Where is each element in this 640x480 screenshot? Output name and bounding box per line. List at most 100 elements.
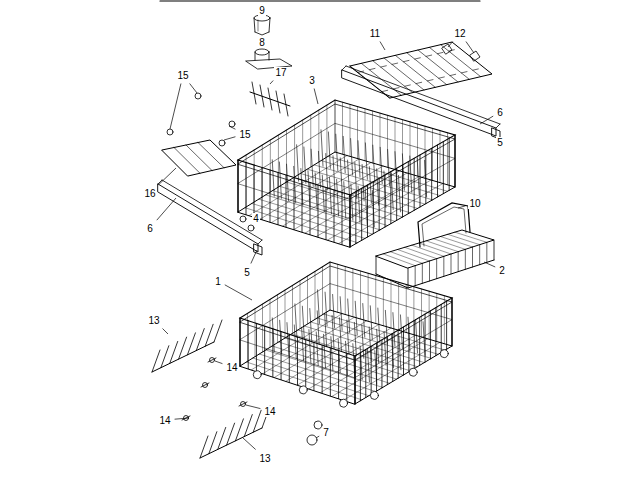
wire — [302, 327, 304, 361]
wire — [240, 318, 241, 366]
wire — [240, 310, 452, 404]
wire — [253, 358, 369, 396]
wire — [240, 318, 241, 366]
wire — [365, 350, 366, 398]
wire — [349, 195, 350, 247]
wire — [322, 345, 323, 393]
leader-line — [458, 206, 465, 208]
wire — [325, 292, 327, 326]
wire — [419, 317, 420, 365]
wire — [342, 193, 343, 245]
wire — [383, 278, 384, 326]
wire — [300, 281, 301, 329]
wire — [408, 324, 409, 372]
wheel — [167, 129, 173, 135]
wire — [346, 66, 500, 124]
wire — [285, 290, 286, 338]
wire — [403, 60, 409, 61]
wire — [179, 337, 187, 359]
leader-line — [224, 137, 235, 140]
wire — [201, 383, 209, 387]
callout-number: 14 — [158, 415, 171, 426]
wire — [451, 298, 452, 346]
wire — [365, 188, 367, 224]
wire — [338, 351, 339, 399]
wire — [328, 132, 330, 168]
wire — [426, 241, 458, 252]
wire — [239, 402, 247, 406]
wire — [278, 173, 279, 225]
wire — [311, 149, 313, 185]
wire — [381, 66, 387, 67]
wire — [451, 254, 452, 274]
wire — [248, 321, 249, 369]
wire — [350, 66, 390, 98]
wire — [281, 332, 282, 380]
wire — [405, 85, 411, 86]
wire — [318, 185, 319, 237]
wire — [447, 133, 448, 185]
callout-number: 15 — [238, 129, 251, 140]
wire — [187, 333, 195, 355]
wire — [362, 325, 364, 359]
callout-number: 15 — [176, 70, 189, 81]
callout-number: 1 — [214, 276, 222, 287]
callout-number: 6 — [496, 107, 504, 118]
wire — [345, 267, 346, 315]
leader-line — [448, 42, 453, 48]
wire — [209, 432, 217, 454]
wire — [465, 249, 466, 269]
wire — [391, 173, 393, 209]
wire — [418, 203, 470, 247]
wire — [448, 234, 480, 244]
wire — [398, 282, 399, 330]
wire — [205, 324, 213, 346]
wire — [449, 138, 450, 190]
leader-line — [380, 42, 385, 51]
leader-line — [157, 198, 176, 220]
wire — [313, 342, 314, 390]
wire — [430, 311, 431, 359]
wire — [326, 105, 327, 157]
wire — [402, 165, 403, 217]
wire — [387, 115, 388, 167]
wire — [355, 356, 356, 404]
callout-number: 12 — [453, 28, 466, 39]
wire — [240, 284, 452, 378]
wire — [330, 262, 331, 310]
leader-line — [484, 262, 495, 267]
wire — [446, 301, 447, 349]
wire — [392, 333, 393, 381]
wire — [415, 266, 416, 286]
wire — [437, 52, 443, 53]
wire — [240, 262, 452, 356]
wire — [238, 100, 455, 195]
wire — [246, 163, 247, 215]
wire — [237, 160, 238, 212]
wheel — [307, 435, 317, 445]
wire — [365, 109, 366, 161]
wire — [414, 321, 415, 369]
wire — [340, 158, 342, 194]
wire — [272, 346, 390, 383]
wire — [419, 243, 451, 254]
wire — [376, 260, 494, 288]
wire — [382, 90, 388, 91]
wire — [354, 356, 355, 404]
wire — [396, 168, 397, 220]
wire — [244, 415, 252, 437]
wheel — [409, 368, 417, 376]
wheel — [370, 391, 378, 399]
wire — [335, 100, 336, 152]
callout-number: 3 — [308, 75, 316, 86]
wire — [255, 52, 256, 60]
wire — [415, 58, 421, 59]
wire — [351, 184, 353, 220]
wire — [196, 329, 204, 351]
wire — [432, 128, 433, 180]
wire — [391, 280, 392, 328]
wire — [435, 308, 436, 356]
callout-number: 4 — [252, 213, 260, 224]
